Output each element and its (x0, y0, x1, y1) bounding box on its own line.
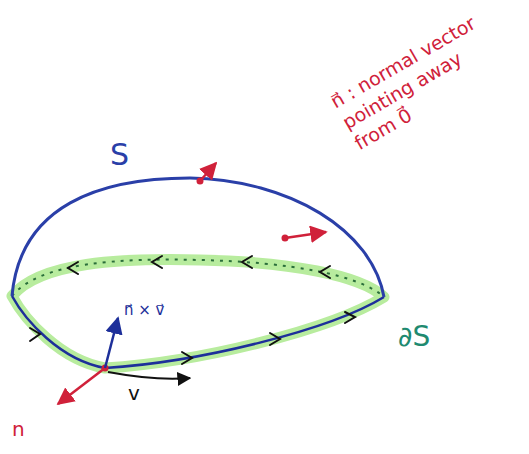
orientation-chevrons (30, 256, 355, 364)
boundary-front (12, 296, 384, 368)
cross-product-arrow (105, 318, 118, 368)
normal-arrow (200, 163, 216, 181)
boundary-back (12, 260, 384, 297)
tangent-arrow (108, 372, 190, 379)
boundary-highlight (12, 260, 384, 368)
normal-arrow (285, 232, 326, 238)
tangent-label: v (128, 382, 140, 404)
surface-dome (12, 178, 384, 297)
normal-arrow (58, 368, 105, 404)
cross-product-label: n⃗ × v⃗ (124, 302, 165, 319)
boundary-label: ∂S (398, 322, 430, 353)
normal-note: n⃗ : normal vector pointing away from 0⃗ (327, 9, 510, 156)
surface-name: S (110, 138, 129, 171)
normal-label: n (12, 418, 25, 440)
